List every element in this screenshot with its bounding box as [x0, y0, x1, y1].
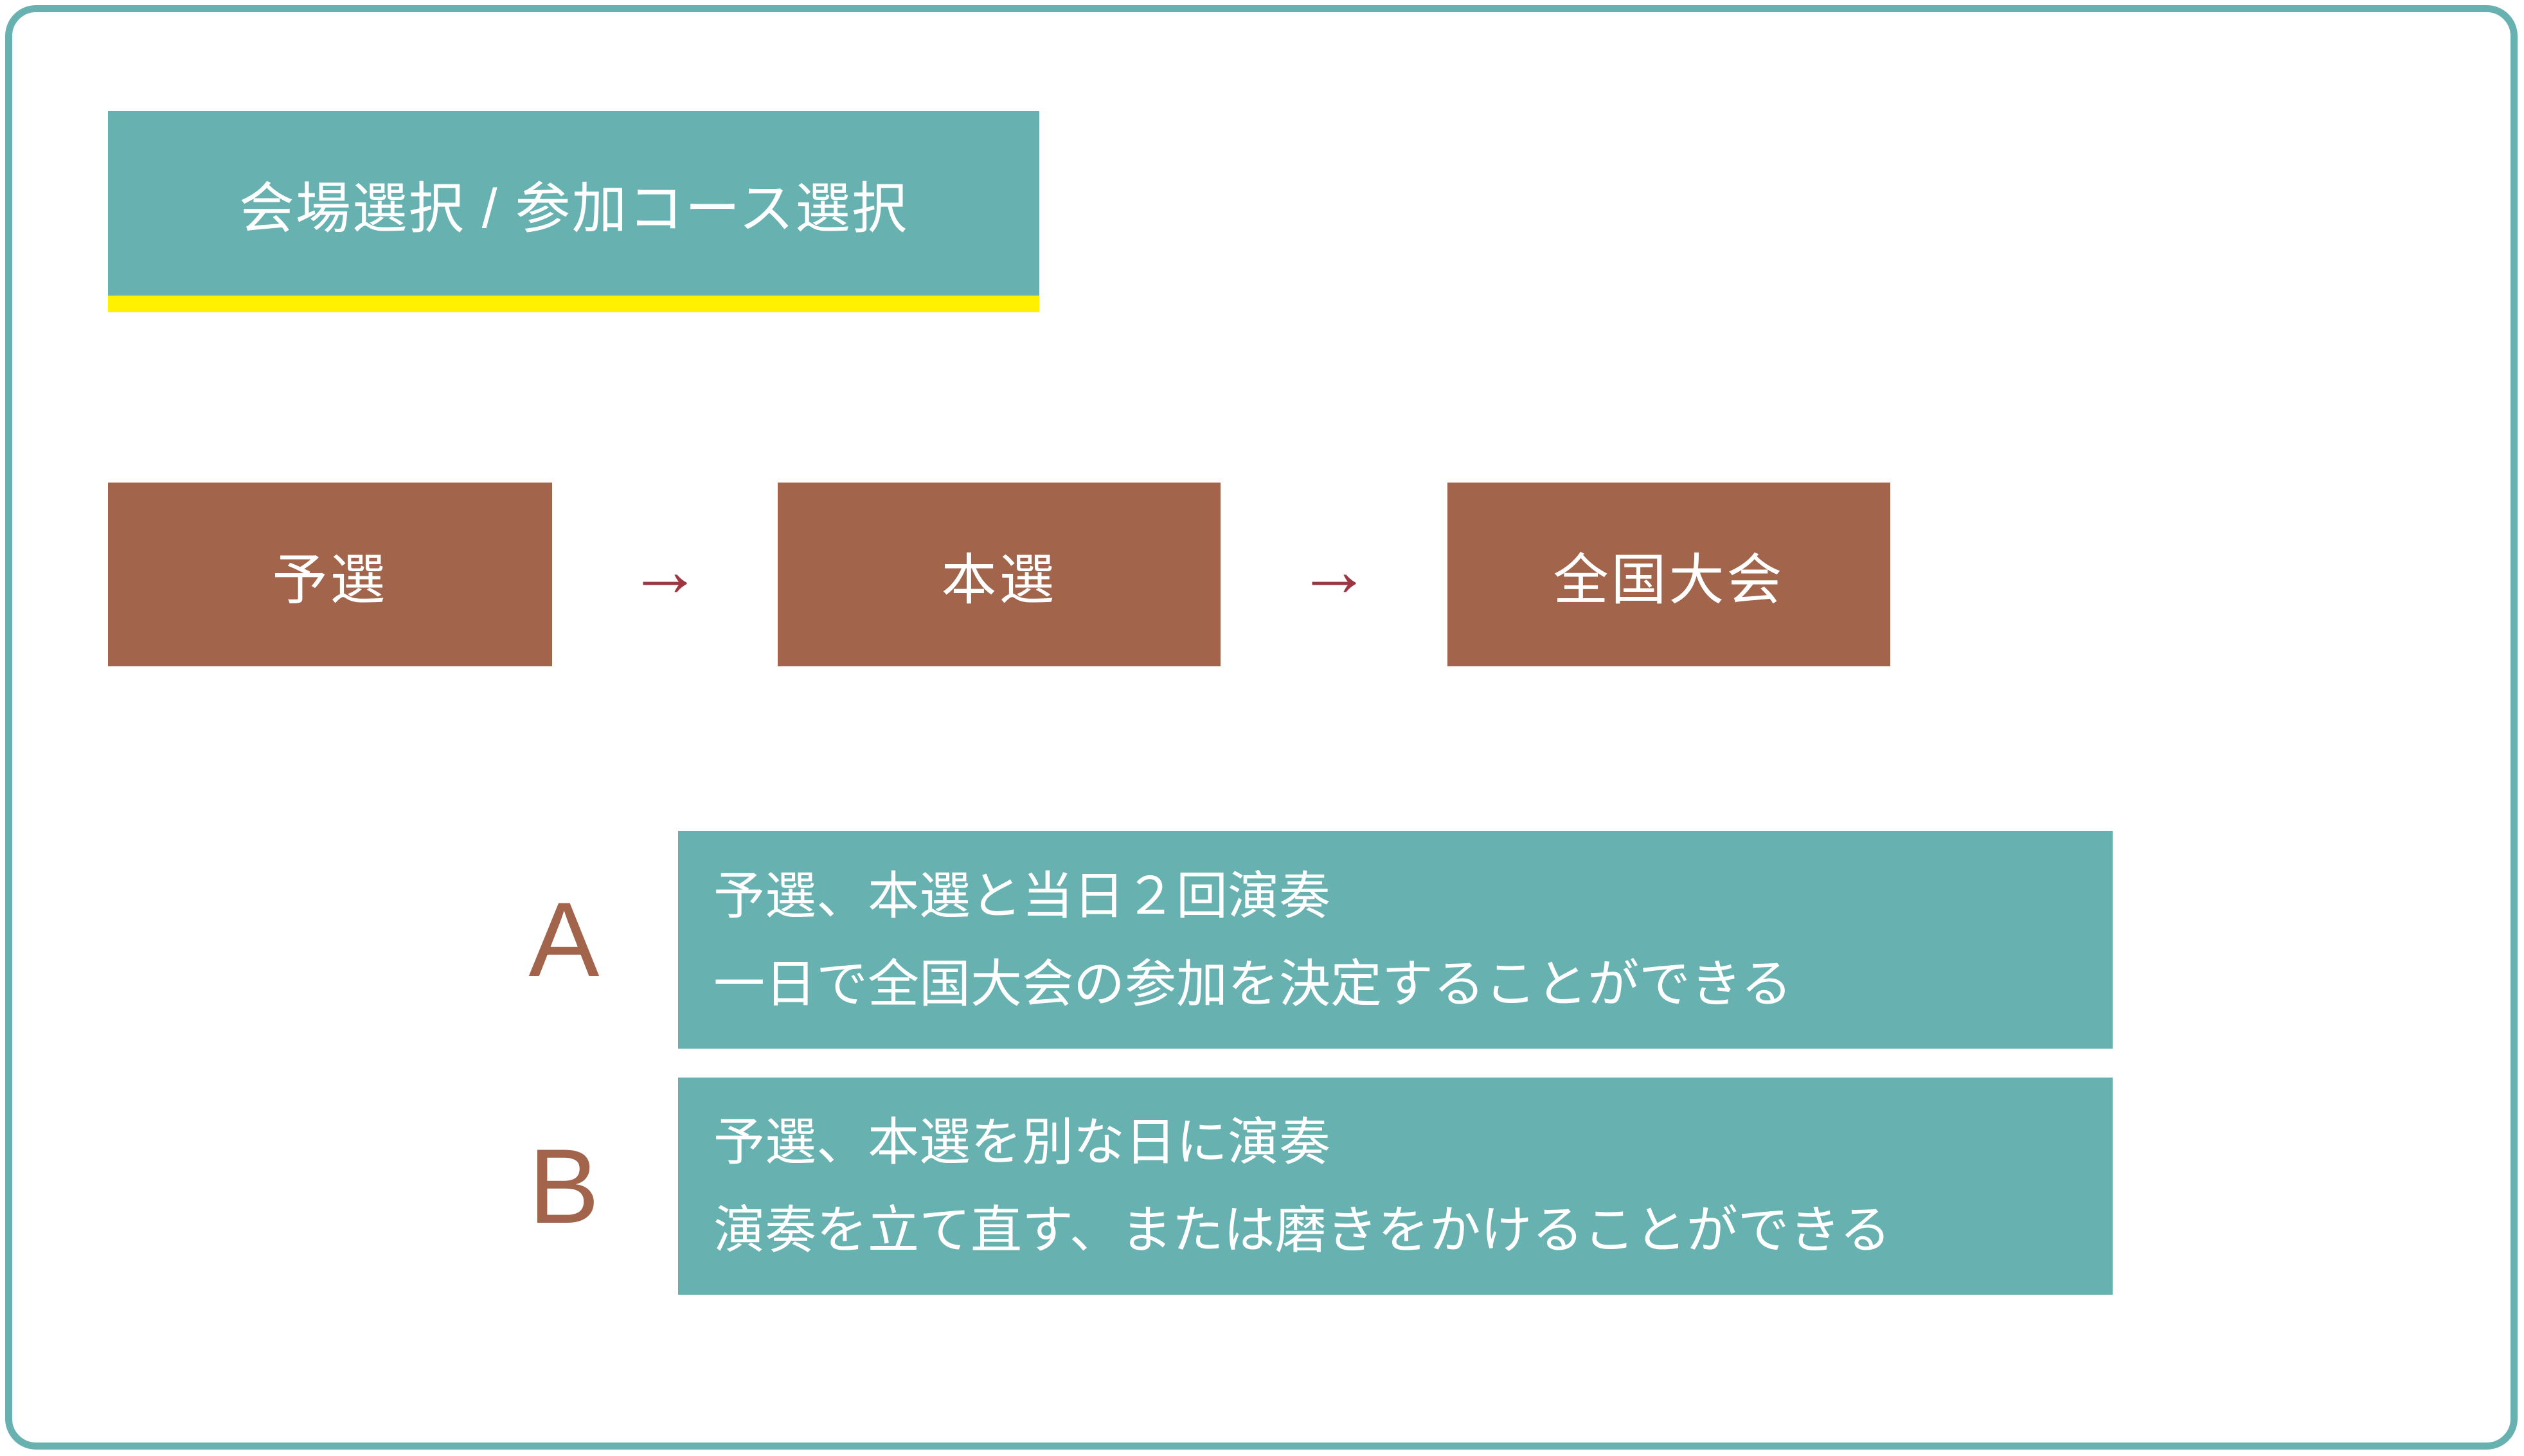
course-row-a: A 予選、本選と当日２回演奏 一日で全国大会の参加を決定することができる	[450, 831, 2113, 1049]
flow-step-label: 予選	[272, 549, 388, 611]
flow-step-label: 全国大会	[1553, 549, 1785, 611]
flow-row: 予選 → 本選 → 全国大会	[108, 483, 1890, 666]
flow-step-preliminary: 予選	[108, 483, 552, 666]
course-description-box-b: 予選、本選を別な日に演奏 演奏を立て直す、または磨きをかけることができる	[678, 1078, 2113, 1295]
course-row-b: B 予選、本選を別な日に演奏 演奏を立て直す、または磨きをかけることができる	[450, 1078, 2113, 1295]
arrow-right-icon: →	[1297, 529, 1371, 612]
course-line: 一日で全国大会の参加を決定することができる	[713, 955, 1793, 1013]
slide-border	[5, 5, 2518, 1450]
page-title: 会場選択 / 参加コース選択	[238, 178, 909, 240]
flow-step-label: 本選	[941, 549, 1057, 611]
course-line: 予選、本選と当日２回演奏	[713, 867, 1330, 925]
course-line: 予選、本選を別な日に演奏	[713, 1114, 1330, 1171]
flow-gap: →	[1221, 483, 1447, 666]
course-letter-a: A	[528, 880, 600, 999]
course-line: 演奏を立て直す、または磨きをかけることができる	[713, 1202, 1891, 1259]
course-letter-b: B	[528, 1126, 600, 1245]
flow-gap: →	[552, 483, 778, 666]
flow-step-national: 全国大会	[1447, 483, 1890, 666]
arrow-right-icon: →	[628, 529, 702, 612]
title-underline	[108, 296, 1039, 312]
course-description-box-a: 予選、本選と当日２回演奏 一日で全国大会の参加を決定することができる	[678, 831, 2113, 1049]
flow-step-final: 本選	[778, 483, 1221, 666]
section-title-box: 会場選択 / 参加コース選択	[108, 111, 1039, 296]
